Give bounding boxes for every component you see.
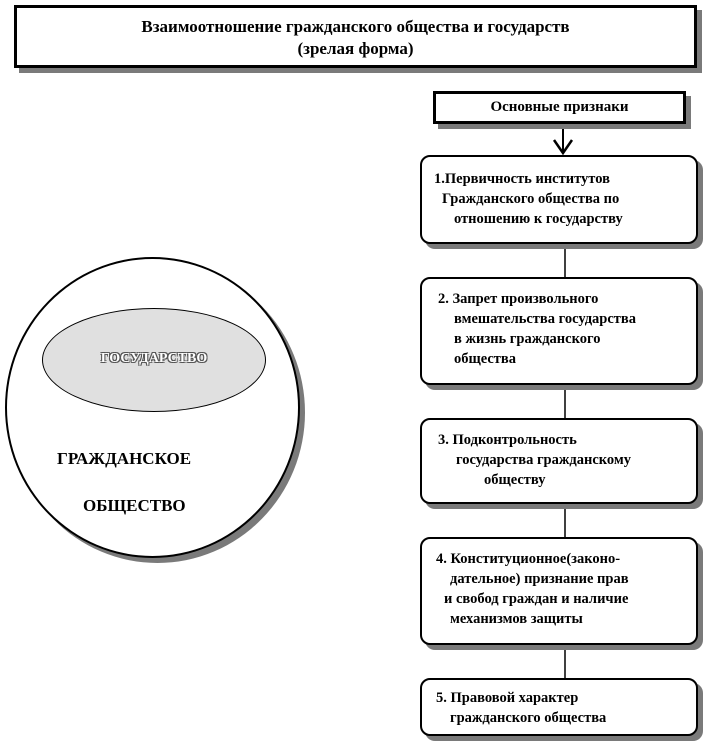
civil-society-label-line-1: ГРАЖДАНСКОЕ: [57, 449, 192, 468]
diagram-title: Взаимоотношение гражданского общества и …: [141, 17, 570, 36]
feature-1-line-2: Гражданского общества по: [442, 191, 620, 207]
feature-5-line-2: гражданского общества: [450, 710, 607, 726]
state-ellipse: ГОСУДАРСТВО: [42, 308, 266, 412]
features-header: Основные признаки: [433, 91, 686, 124]
diagram-title-box: Взаимоотношение гражданского общества и …: [14, 5, 697, 68]
feature-5-line-1: 5. Правовой характер: [436, 690, 579, 706]
feature-box-5: 5. Правовой характер гражданского общест…: [420, 678, 698, 736]
feature-1-line-3: отношению к государству: [454, 211, 623, 227]
feature-box-2: 2. Запрет произвольного вмешательства го…: [420, 277, 698, 385]
feature-1-line-1: 1.Первичность институтов: [434, 171, 610, 187]
feature-3-line-3: обществу: [484, 472, 546, 488]
feature-4-line-3: и свобод граждан и наличие: [444, 591, 629, 607]
feature-4-line-4: механизмов защиты: [450, 611, 583, 627]
feature-3-line-1: 3. Подконтрольность: [438, 432, 577, 448]
feature-2-line-2: вмешательства государства: [454, 311, 636, 327]
feature-2-line-3: в жизнь гражданского: [454, 331, 601, 347]
civil-society-label-line-2: ОБЩЕСТВО: [83, 496, 186, 515]
feature-box-3: 3. Подконтрольность государства гражданс…: [420, 418, 698, 504]
feature-box-1: 1.Первичность институтов Гражданского об…: [420, 155, 698, 244]
arrow-down-icon: [552, 124, 574, 156]
feature-4-line-2: дательное) признание прав: [450, 571, 629, 587]
feature-box-4: 4. Конституционное(законо- дательное) пр…: [420, 537, 698, 645]
diagram-subtitle: (зрелая форма): [297, 39, 414, 58]
feature-2-line-4: общества: [454, 351, 516, 367]
feature-3-line-2: государства гражданскому: [456, 452, 632, 468]
feature-4-line-1: 4. Конституционное(законо-: [436, 551, 621, 567]
feature-2-line-1: 2. Запрет произвольного: [438, 291, 599, 307]
